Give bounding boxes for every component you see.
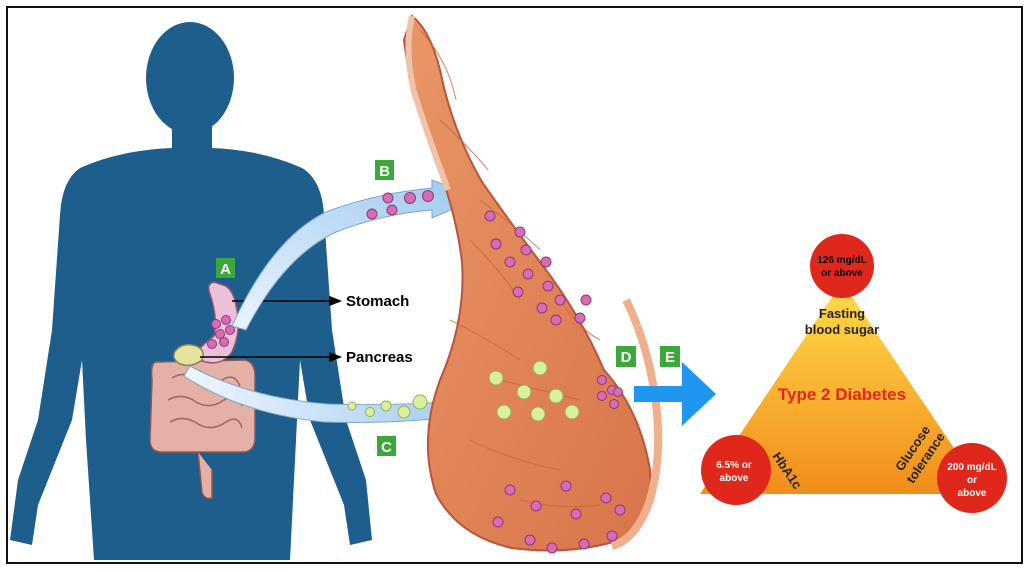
label-b: B	[379, 163, 390, 180]
threshold-top-line2: or above	[821, 268, 863, 279]
label-c: C	[381, 439, 392, 456]
label-d: D	[621, 349, 632, 366]
threshold-circle-top	[810, 234, 874, 298]
threshold-left-line1: 6.5% or	[716, 460, 752, 471]
label-e: E	[665, 349, 675, 366]
organ-label-stomach: Stomach	[346, 293, 409, 310]
tissue-illustration	[404, 16, 658, 550]
organ-label-pancreas: Pancreas	[346, 349, 413, 366]
threshold-right-line2: or	[967, 475, 977, 486]
label-a: A	[220, 261, 231, 278]
threshold-left-line2: above	[720, 473, 749, 484]
triangle-top-label-line1: Fasting	[819, 306, 865, 321]
pancreas-organ	[174, 345, 203, 366]
threshold-right-line3: above	[958, 488, 987, 499]
threshold-right-line1: 200 mg/dL	[947, 462, 996, 473]
arrow-e	[634, 362, 716, 426]
triangle-top-label-line2: blood sugar	[805, 322, 879, 337]
triangle-title: Type 2 Diabetes	[778, 385, 906, 404]
threshold-top-line1: 126 mg/dL	[817, 255, 866, 266]
human-silhouette	[10, 22, 372, 560]
